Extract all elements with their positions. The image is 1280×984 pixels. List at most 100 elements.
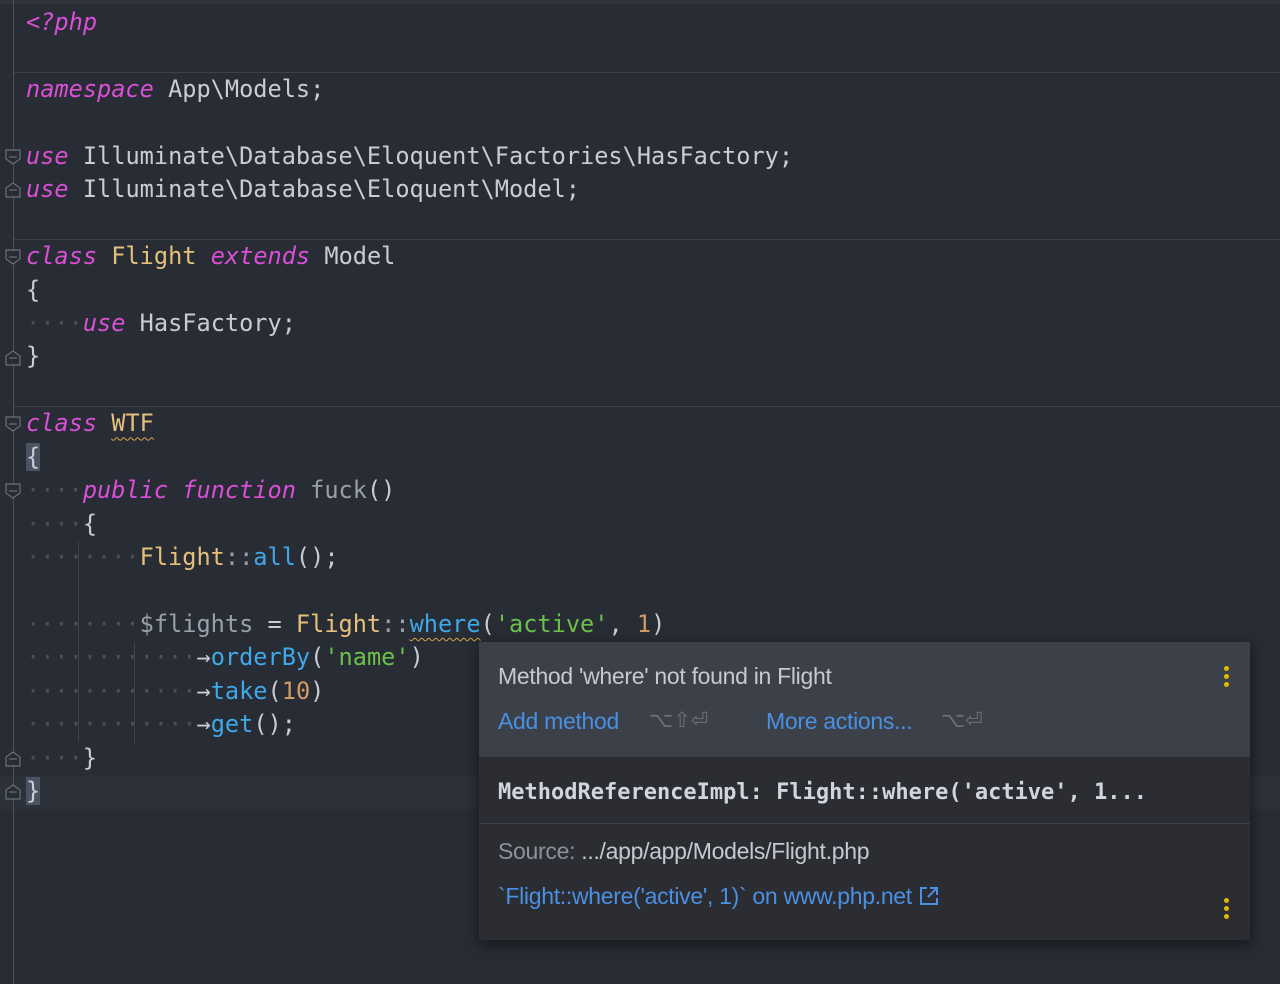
indent-guide [78,542,79,742]
whitespace-marker [69,175,83,203]
code-token: 'active' [494,609,609,638]
fold-collapse-icon[interactable] [5,249,21,265]
more-actions-button[interactable]: More actions... [766,708,913,734]
fold-collapse-icon[interactable] [5,149,21,165]
code-token: ) [310,676,325,705]
code-token: orderBy [210,643,311,672]
code-line[interactable]: ····public function fuck() [0,474,1280,507]
code-line[interactable] [0,39,1280,72]
code-line[interactable]: ····} [0,742,1280,775]
code-token: WTF [111,409,154,438]
code-token: ) [409,643,424,672]
whitespace-marker: ········ [26,543,140,571]
code-line[interactable] [0,207,1280,240]
editor-top-border [0,0,1280,4]
method-separator [14,239,1280,240]
code-token: (); [253,710,296,739]
code-token: Flight [139,543,225,571]
code-token: take [210,676,268,705]
code-line[interactable]: ············→orderBy('name') [0,641,1280,674]
fold-end-icon[interactable] [5,751,21,767]
whitespace-marker: ············ [26,643,197,672]
fold-end-icon[interactable] [5,349,21,366]
code-line[interactable]: class WTF [0,407,1280,440]
source-label: Source: [498,838,576,864]
doc-divider [479,823,1250,824]
whitespace-marker [154,75,168,103]
code-token: $flights [139,609,254,638]
method-separator [14,72,1280,73]
code-line[interactable]: use Illuminate\Database\Eloquent\Model; [0,173,1280,206]
method-separator [14,406,1280,407]
code-line[interactable]: ········$flights = Flight::where('active… [0,608,1280,641]
code-line[interactable]: ········Flight::all(); [0,541,1280,574]
whitespace-marker: ············ [26,676,197,705]
code-token: () [366,476,396,505]
whitespace-marker [69,142,83,170]
code-token: (); [295,543,339,571]
whitespace-marker [296,476,310,504]
code-token: ) [651,609,666,638]
fold-end-icon[interactable] [5,182,21,198]
indent-guide [134,643,135,743]
code-line[interactable]: ····use HasFactory; [0,307,1280,340]
doc-signature: MethodReferenceImpl: Flight::where('acti… [498,780,1148,805]
inspection-popup: Method 'where' not found in Flight Add m… [479,642,1250,940]
code-line[interactable] [0,374,1280,407]
code-line[interactable]: } [0,775,1280,808]
code-token: class [26,242,98,271]
code-token: ( [480,609,495,638]
code-line[interactable]: class Flight extends Model [0,240,1280,273]
code-line[interactable]: } [0,340,1280,373]
whitespace-marker: ···· [26,743,83,772]
quick-fix-section: Method 'where' not found in Flight Add m… [479,642,1250,757]
code-token: :: [224,543,254,571]
error-message: Method 'where' not found in Flight [498,663,832,689]
code-token: { [26,442,41,471]
whitespace-marker [168,476,182,504]
code-token: Illuminate\Database\Eloquent\Factories\H… [82,141,794,170]
code-token: Flight [295,609,382,638]
whitespace-marker [310,242,324,270]
more-options-icon[interactable] [1224,666,1230,690]
code-token: <?php [26,8,98,36]
code-line[interactable]: use Illuminate\Database\Eloquent\Factori… [0,140,1280,173]
code-line[interactable]: namespace App\Models; [0,73,1280,106]
add-method-shortcut: ⌥⇧⏎ [649,709,709,732]
more-actions-shortcut: ⌥⏎ [941,709,983,732]
php-net-link-text[interactable]: `Flight::where('active', 1)` on www.php.… [498,883,912,909]
doc-source: Source: .../app/app/Models/Flight.php [498,838,870,865]
code-line[interactable] [0,574,1280,607]
add-method-button[interactable]: Add method [498,708,620,734]
code-token: { [26,275,41,304]
fold-end-icon[interactable] [5,784,21,800]
code-token: class [26,409,98,438]
code-editor[interactable]: <?php namespace App\Models; use Illumina… [0,6,1280,809]
code-line[interactable]: ····{ [0,508,1280,541]
doc-options-icon[interactable] [1224,898,1230,922]
code-line[interactable]: { [0,441,1280,474]
code-token: Model [324,242,396,271]
code-token: ( [267,676,282,705]
fold-collapse-icon[interactable] [5,416,21,433]
whitespace-marker: ···· [26,509,83,538]
code-line[interactable]: { [0,274,1280,307]
code-token: → [196,643,211,672]
code-token: :: [381,609,410,638]
code-token: 'name' [324,643,410,672]
code-token: → [196,676,211,705]
php-net-link[interactable]: `Flight::where('active', 1)` on www.php.… [498,883,940,910]
fold-collapse-icon[interactable] [5,483,21,500]
code-line[interactable]: ············→get(); [0,708,1280,741]
code-token: extends [210,242,311,271]
code-line[interactable]: ············→take(10) [0,675,1280,708]
code-token: 1 [636,609,652,638]
whitespace-marker [125,309,139,337]
code-token: , [608,609,637,638]
source-path: .../app/app/Models/Flight.php [581,838,870,864]
code-line[interactable]: <?php [0,6,1280,39]
code-token: Illuminate\Database\Eloquent\Model; [82,175,581,204]
whitespace-marker [97,242,111,270]
code-line[interactable] [0,106,1280,139]
code-token: } [26,342,41,371]
